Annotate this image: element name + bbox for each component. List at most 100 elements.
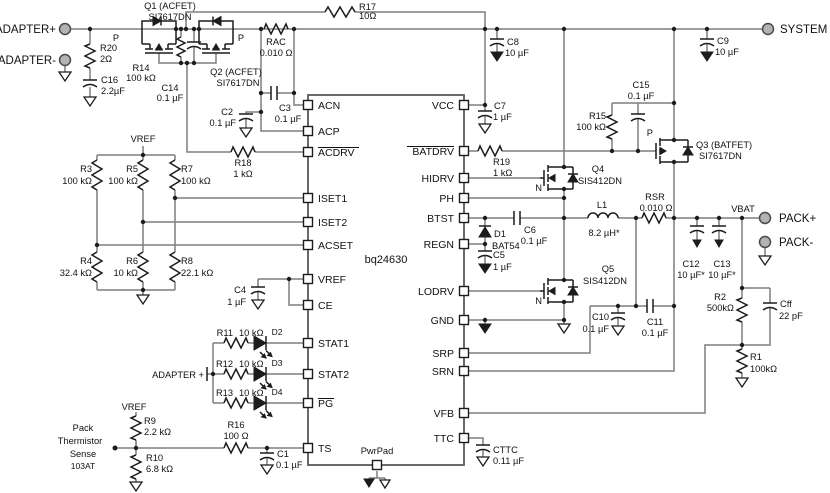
svg-text:R11: R11 xyxy=(217,328,233,338)
svg-text:PG: PG xyxy=(318,398,333,410)
svg-text:STAT2: STAT2 xyxy=(318,369,349,381)
svg-text:R13: R13 xyxy=(216,388,233,398)
resistor-R14 xyxy=(175,36,187,58)
ground-icon xyxy=(556,323,572,335)
ground-icon xyxy=(250,299,266,311)
svg-text:VCC: VCC xyxy=(432,100,455,112)
ground-icon xyxy=(259,464,275,476)
svg-text:10 µF: 10 µF xyxy=(505,48,529,58)
pin-HIDRV xyxy=(458,172,470,184)
led-D4 xyxy=(253,395,273,419)
pin-STAT1 xyxy=(302,337,314,349)
svg-text:C16: C16 xyxy=(101,75,118,85)
svg-text:C1: C1 xyxy=(277,449,289,459)
net-label-vbat: VBAT xyxy=(731,204,755,214)
resistors xyxy=(83,5,749,480)
pin-VCC xyxy=(458,99,470,111)
pin-labels: ACN ACP ACDRV ISET1 ISET2 ACSET VREF CE … xyxy=(318,100,455,455)
resistor-R4 xyxy=(90,251,104,283)
pin-PG xyxy=(302,397,314,409)
inductor-L1 xyxy=(587,212,619,219)
ic-name: bq24630 xyxy=(365,254,408,266)
svg-text:32.4 kΩ: 32.4 kΩ xyxy=(60,268,92,278)
svg-text:L1: L1 xyxy=(597,200,607,210)
pwrpad-label: PwrPad xyxy=(361,446,394,456)
svg-text:SI7617DN: SI7617DN xyxy=(217,78,260,88)
svg-text:R1: R1 xyxy=(750,352,762,362)
svg-text:VFB: VFB xyxy=(434,408,454,420)
svg-text:Q4: Q4 xyxy=(592,164,604,174)
svg-text:C7: C7 xyxy=(494,101,506,111)
pin-BTST xyxy=(458,212,470,224)
svg-text:PH: PH xyxy=(439,193,454,205)
capacitor-C12 xyxy=(689,225,705,234)
capacitors xyxy=(82,38,778,461)
svg-text:R10: R10 xyxy=(146,453,163,463)
svg-text:0.1 µF: 0.1 µF xyxy=(642,328,669,338)
mosfet-Q4 xyxy=(540,165,579,191)
svg-text:C11: C11 xyxy=(647,317,663,327)
resistor-R16 xyxy=(223,441,249,455)
svg-text:P: P xyxy=(238,33,244,43)
svg-text:22 pF: 22 pF xyxy=(779,311,803,321)
resistor-R12 xyxy=(223,367,249,381)
svg-text:C5: C5 xyxy=(493,250,505,260)
svg-text:CE: CE xyxy=(318,300,333,312)
resistor-R7 xyxy=(168,159,182,191)
pin-SRP xyxy=(458,347,470,359)
svg-text:100kΩ: 100kΩ xyxy=(750,364,777,374)
capacitor-C5 xyxy=(477,250,493,259)
resistor-R17 xyxy=(324,5,356,19)
ground-icon xyxy=(692,239,702,249)
terminal-label-pack-minus: PACK- xyxy=(779,237,813,249)
svg-text:2Ω: 2Ω xyxy=(100,54,112,64)
svg-text:0.1 µF: 0.1 µF xyxy=(209,118,236,128)
svg-text:SRP: SRP xyxy=(432,348,454,360)
pin-TTC xyxy=(458,432,470,444)
resistor-R15 xyxy=(605,114,619,140)
pin-ACP xyxy=(302,125,314,137)
svg-text:ACSET: ACSET xyxy=(318,240,354,252)
resistor-R9 xyxy=(129,415,143,441)
resistor-R19 xyxy=(477,144,503,158)
resistor-R6 xyxy=(136,251,150,283)
svg-text:C9: C9 xyxy=(717,36,729,46)
ground-icon xyxy=(757,255,773,267)
svg-text:SRN: SRN xyxy=(432,366,454,378)
svg-text:C13: C13 xyxy=(713,259,730,269)
svg-text:1 kΩ: 1 kΩ xyxy=(493,168,512,178)
svg-text:100 kΩ: 100 kΩ xyxy=(576,122,606,132)
svg-text:10 kΩ: 10 kΩ xyxy=(239,359,264,369)
svg-text:8.2 µH*: 8.2 µH* xyxy=(588,228,620,238)
resistor-R10 xyxy=(129,454,143,480)
thermistor-note: Pack xyxy=(73,423,94,433)
svg-text:R9: R9 xyxy=(144,416,156,426)
svg-text:D1: D1 xyxy=(494,229,506,239)
capacitor-C15 xyxy=(630,113,646,122)
ground-icon xyxy=(238,127,254,139)
svg-text:N: N xyxy=(535,183,542,193)
svg-text:R14: R14 xyxy=(132,63,149,73)
svg-text:Q1 (ACFET): Q1 (ACFET) xyxy=(144,1,196,11)
svg-text:2.2 kΩ: 2.2 kΩ xyxy=(144,427,171,437)
svg-text:100 kΩ: 100 kΩ xyxy=(108,176,138,186)
pin-pwrpad xyxy=(371,459,383,471)
svg-text:D3: D3 xyxy=(272,358,283,368)
svg-text:D2: D2 xyxy=(272,327,283,337)
svg-text:1 µF: 1 µF xyxy=(493,262,512,272)
ground-icon xyxy=(57,71,73,83)
svg-text:R15: R15 xyxy=(589,111,606,121)
svg-text:BTST: BTST xyxy=(427,213,454,225)
svg-text:REGN: REGN xyxy=(424,239,454,251)
svg-text:100 kΩ: 100 kΩ xyxy=(126,73,156,83)
pin-BATDRV xyxy=(458,145,470,157)
resistor-RSR xyxy=(641,211,667,225)
svg-text:100 kΩ: 100 kΩ xyxy=(62,176,92,186)
terminal-adapter-plus xyxy=(58,22,72,36)
terminal-pack-plus xyxy=(758,211,772,225)
terminal-adapter-minus xyxy=(58,53,72,67)
svg-text:Q5: Q5 xyxy=(602,264,614,274)
svg-text:BAT54: BAT54 xyxy=(492,241,520,251)
resistor-R2 xyxy=(735,297,749,323)
mosfet-Q2 xyxy=(198,15,234,54)
